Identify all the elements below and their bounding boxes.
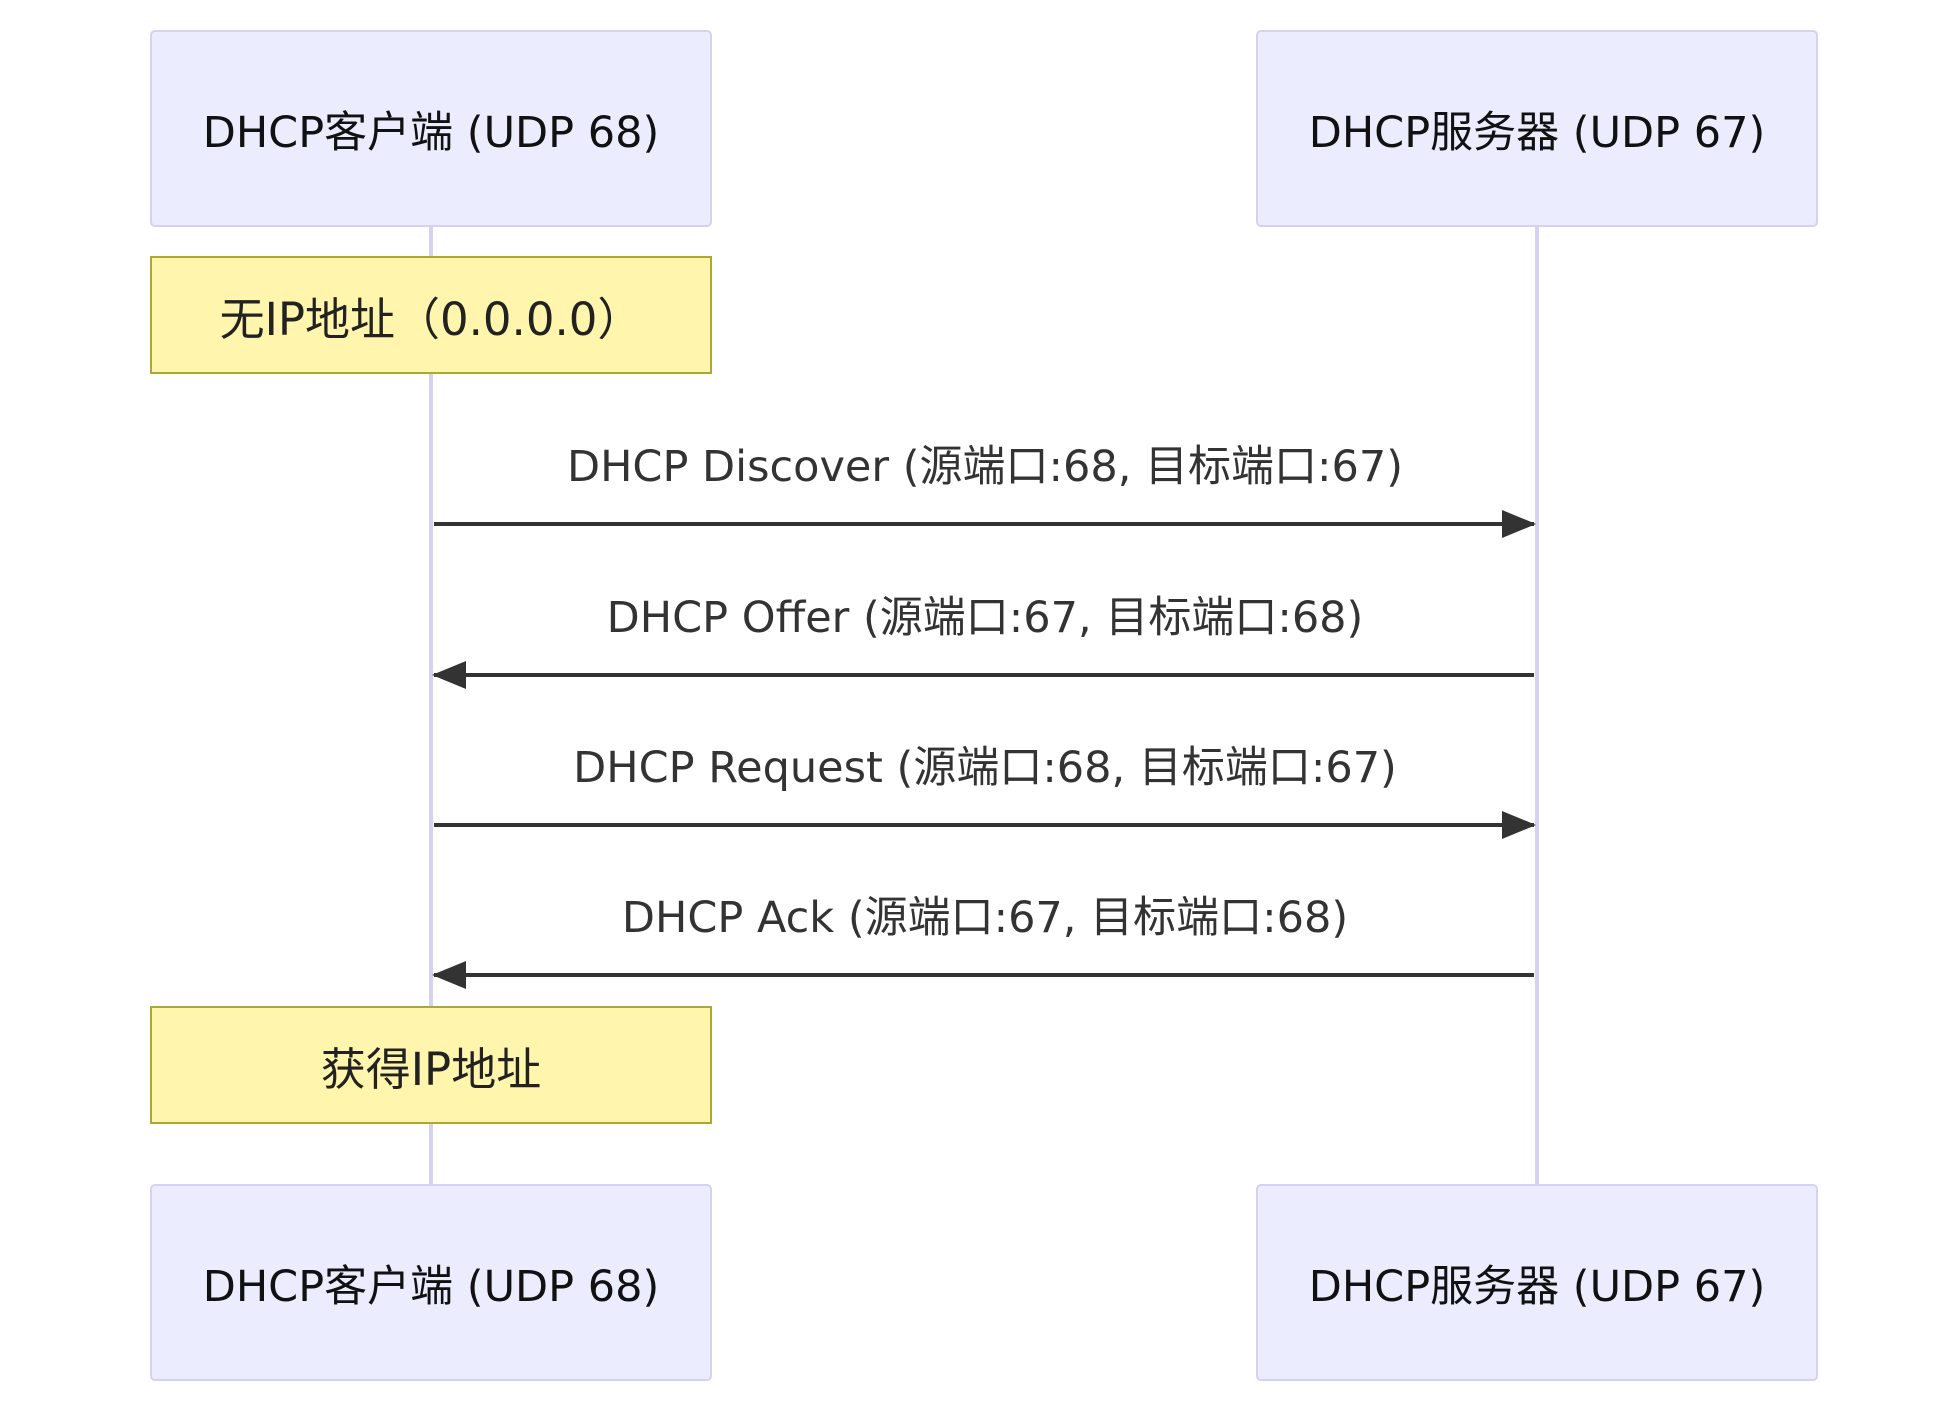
server-participant-bottom: DHCP服务器 (UDP 67) xyxy=(1256,1184,1818,1381)
note-no-ip-address: 无IP地址（0.0.0.0） xyxy=(150,256,712,374)
message-label-discover: DHCP Discover (源端口:68, 目标端口:67) xyxy=(566,442,1404,492)
client-participant-bottom: DHCP客户端 (UDP 68) xyxy=(150,1184,712,1381)
message-label-offer: DHCP Offer (源端口:67, 目标端口:68) xyxy=(606,593,1364,643)
server-participant-top: DHCP服务器 (UDP 67) xyxy=(1256,30,1818,227)
client-participant-top: DHCP客户端 (UDP 68) xyxy=(150,30,712,227)
message-label-ack: DHCP Ack (源端口:67, 目标端口:68) xyxy=(621,893,1349,943)
note-got-ip-address: 获得IP地址 xyxy=(150,1006,712,1124)
message-label-request: DHCP Request (源端口:68, 目标端口:67) xyxy=(573,743,1397,793)
